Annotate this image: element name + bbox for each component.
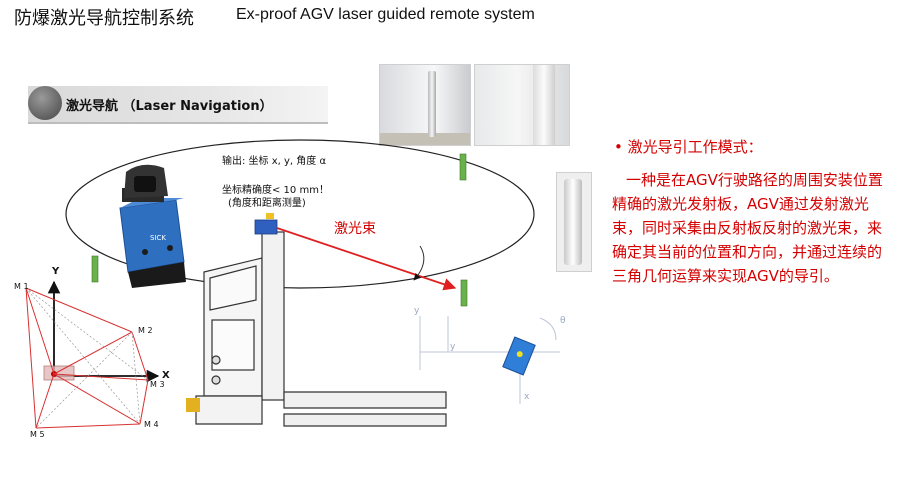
scanner-brand-label: SICK <box>150 234 166 242</box>
bullet-icon: • <box>614 138 623 156</box>
forklift-drawing <box>195 231 447 427</box>
marker-label-m2: M 2 <box>138 326 153 335</box>
coord-theta-label: θ <box>560 316 566 326</box>
coord-y-label: y <box>414 306 420 316</box>
navigation-path-ellipse <box>65 139 535 289</box>
page-title-english: Ex-proof AGV laser guided remote system <box>236 6 535 23</box>
marker-label-m5: M 5 <box>30 430 45 439</box>
section-banner <box>28 86 328 124</box>
reflector-photo-1 <box>379 64 471 146</box>
marker-label-m4: M 4 <box>144 420 159 429</box>
reflector-marker <box>459 153 467 181</box>
forklift-light <box>266 213 274 219</box>
forklift-bumper <box>186 398 200 412</box>
description-heading: • 激光导引工作模式： <box>614 136 763 157</box>
reflector-photo-2 <box>474 64 570 146</box>
beam-rotation-arc <box>413 245 425 281</box>
coordinate-sketch <box>419 316 560 404</box>
laser-beam-label: 激光束 <box>334 221 376 237</box>
marker-label-m3: M 3 <box>150 380 165 389</box>
reflector-post <box>533 65 555 145</box>
marker-label-m1: M 1 <box>14 282 29 291</box>
axis-x-label: X <box>162 370 170 381</box>
section-title: 激光导航 （Laser Navigation） <box>66 99 273 114</box>
reflector-marker <box>460 279 468 307</box>
photo-floor <box>380 133 470 145</box>
coord-x-label: x <box>524 392 530 402</box>
laser-scanner <box>119 164 186 288</box>
description-heading-text: 激光导引工作模式： <box>627 138 763 156</box>
axis-y-label: Y <box>52 266 60 277</box>
laser-beam <box>276 227 457 291</box>
agv-icon <box>502 336 536 376</box>
reflector-photo-3 <box>556 172 592 272</box>
output-label: 输出: 坐标 x, y, 角度 α <box>222 156 327 167</box>
accuracy-note: (角度和距离测量) <box>228 198 306 209</box>
reflector-post <box>428 71 436 137</box>
section-bullet-icon <box>28 86 62 120</box>
forklift-sensor <box>254 219 278 235</box>
accuracy-label: 坐标精确度< 10 mm！ <box>222 185 329 196</box>
page-title-chinese: 防爆激光导航控制系统 <box>14 8 194 29</box>
triangulation-diagram <box>25 280 160 429</box>
coord-y-label-2: y <box>450 342 456 352</box>
description-body: 一种是在AGV行驶路径的周围安装位置精确的激光发射板，AGV通过发射激光束，同时… <box>612 171 883 285</box>
reflector-post <box>564 179 582 265</box>
reflector-marker <box>91 255 99 283</box>
